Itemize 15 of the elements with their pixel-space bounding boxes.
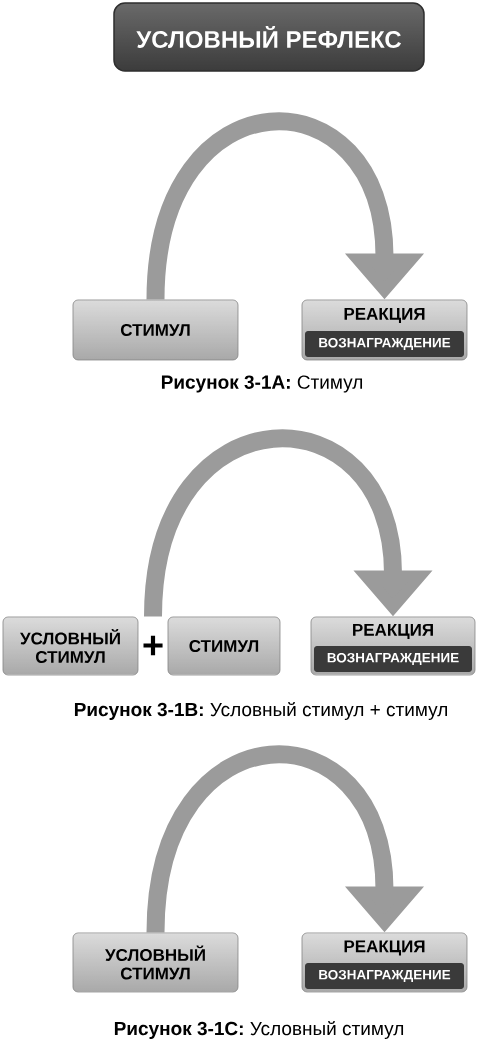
process-box: СТИМУЛ [167,616,281,676]
curved-arrow [146,745,424,934]
curved-arrow [146,112,424,301]
caption: Рисунок 3-1B: Условный стимул + стимул [74,701,447,720]
reward-band: ВОЗНАГРАЖДЕНИЕ [305,963,464,989]
process-box: СТИМУЛ [72,299,239,361]
caption: Рисунок 3-1C: Условный стимул [114,1020,404,1039]
caption: Рисунок 3-1A: Стимул [161,375,362,393]
process-box: УСЛОВНЫЙ СТИМУЛ [2,616,139,676]
reward-band: ВОЗНАГРАЖДЕНИЕ [314,646,472,672]
curved-arrow [144,429,433,618]
plus-sign: + [143,635,163,656]
title-banner: УСЛОВНЫЙ РЕФЛЕКС [113,2,425,72]
process-box: УСЛОВНЫЙ СТИМУЛ [72,932,239,993]
reward-band: ВОЗНАГРАЖДЕНИЕ [305,331,464,357]
